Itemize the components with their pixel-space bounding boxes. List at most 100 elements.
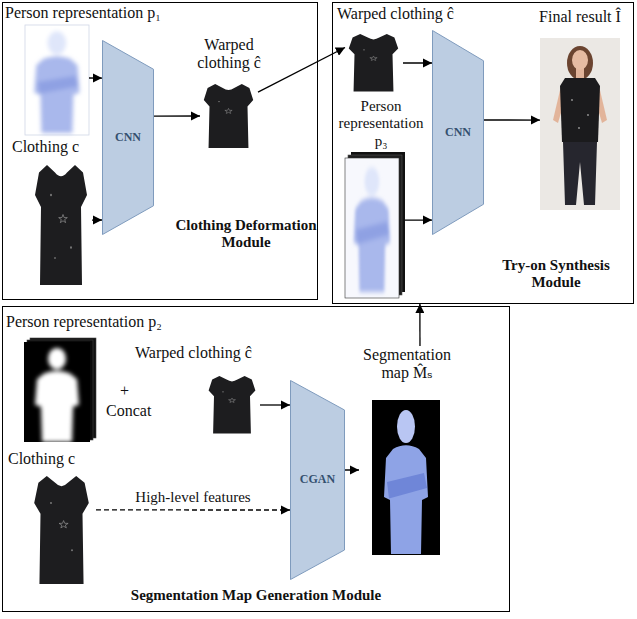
edge-label: High-level features (133, 489, 252, 506)
image-node: Clothing c (28, 474, 96, 586)
trapezoid-outline (433, 31, 484, 235)
result-photo-part (560, 78, 600, 142)
clothing-image (34, 476, 89, 584)
person-representation-stack-part (345, 158, 399, 298)
warped-clothing-image-part (349, 34, 398, 92)
clothing-image-part (50, 194, 52, 196)
trapezoid-outline (291, 381, 345, 580)
person-representation-image-part-part (48, 31, 67, 54)
person-representation-stack-part-part (354, 198, 391, 292)
clothing-image-part (34, 476, 89, 584)
arrow-connector (89, 77, 102, 78)
arrow-connector (92, 219, 102, 220)
warped-clothing-image-part (204, 84, 253, 148)
image-node: Segmentation map M̂ₛ (359, 346, 455, 558)
warped-clothing-image-part (363, 49, 365, 50)
network-name: CGAN (290, 473, 345, 487)
clothing-image-part (71, 549, 73, 551)
node-label: Segmentation map M̂ₛ (359, 346, 455, 383)
arrow-connector (260, 404, 290, 405)
module-title: Try-on Synthesis Module (481, 257, 631, 292)
image-node: Warped clothing ĉ (205, 374, 260, 436)
person-representation-stack-part-part (356, 222, 389, 244)
arrow-connector (154, 115, 200, 116)
warped-clothing-image-part (209, 376, 256, 434)
module-panel: Segmentation Map Generation Module Person… (2, 306, 510, 612)
warped-clothing-image (204, 84, 253, 148)
image-node: Warped clothing ĉ (345, 32, 403, 94)
image-node: Person representation p₂ (24, 338, 96, 442)
segmentation-map-image-part-part (387, 473, 427, 499)
result-photo-part (572, 50, 588, 70)
result-photo-part (540, 38, 620, 210)
clothing-image-part (50, 502, 52, 504)
arrow-connector (419, 304, 420, 346)
result-photo-part (571, 99, 573, 101)
arrow-connector (405, 219, 432, 220)
clothing-image-part (35, 165, 87, 285)
node-label: Person representation p₁ (5, 4, 161, 22)
node-label: Clothing c (8, 450, 75, 468)
module-title: Clothing Deformation Module (173, 217, 319, 252)
arrow-connector (484, 119, 540, 120)
network-name: CNN (102, 131, 154, 145)
result-photo-part (567, 46, 593, 80)
person-representation-image-part (34, 31, 79, 133)
node-label: Warped clothing ĉ (135, 344, 252, 362)
warped-clothing-image-part (225, 108, 232, 113)
result-photo-part (578, 127, 580, 129)
person-representation-stack-part (24, 342, 90, 442)
person-representation-stack-part-part (48, 348, 66, 370)
trapezoid-outline (103, 41, 154, 235)
warped-clothing-image-part (229, 398, 236, 403)
warped-clothing-image-part (222, 391, 223, 392)
warped-clothing-image-part (370, 56, 377, 61)
node-label: Final result Î (530, 8, 630, 26)
operation-label: Concat (106, 402, 151, 420)
segmentation-map-image (372, 400, 440, 555)
node-label: Warped clothing ĉ (179, 36, 279, 73)
clothing-image-part (59, 215, 68, 223)
arrow-connector (403, 62, 432, 63)
clothing-image-part (59, 521, 68, 528)
node-label: Person representation p₃ (333, 98, 429, 150)
result-photo (540, 38, 620, 210)
person-representation-stack-part-part (364, 167, 379, 196)
network-block: CNN (432, 30, 484, 235)
warped-clothing-image (209, 376, 256, 434)
person-representation-stack (24, 338, 96, 442)
module-panel: Clothing Deformation Module Person repres… (2, 2, 318, 300)
warped-clothing-image-part (218, 101, 220, 102)
segmentation-map-image-part (372, 400, 440, 555)
person-representation-stack-part-part (35, 371, 79, 442)
module-title: Segmentation Map Generation Module (3, 587, 509, 604)
result-photo-part (563, 142, 597, 205)
person-representation-stack (345, 152, 405, 298)
result-photo-part (587, 114, 589, 116)
image-node: Clothing c (30, 160, 92, 288)
segmentation-map-image-part-part (397, 410, 415, 443)
network-block: CGAN (290, 380, 345, 580)
image-node: Person representation p₃ (345, 152, 405, 298)
operation-label: + (120, 382, 129, 400)
person-representation-image-part-part (37, 76, 78, 94)
clothing-image-part (70, 246, 72, 248)
module-panel: Try-on Synthesis Module Warped clothing ĉ… (332, 2, 634, 304)
node-label: Person representation p₂ (6, 313, 162, 331)
image-node: Final result Î (540, 38, 620, 210)
person-representation-image (25, 25, 89, 135)
warped-clothing-image (349, 34, 398, 92)
clothing-image (35, 165, 87, 285)
arrow-connector (96, 509, 290, 510)
person-representation-image-part-part (34, 56, 79, 133)
person-representation-image-part (25, 25, 89, 135)
person-representation-stack-part (35, 348, 79, 442)
node-label: Clothing c (12, 138, 79, 156)
segmentation-map-image-part-part (384, 445, 428, 554)
segmentation-map-image-part (384, 410, 428, 554)
network-block: CNN (102, 40, 154, 235)
network-name: CNN (432, 126, 484, 140)
image-node: Warped clothing ĉ (200, 82, 258, 150)
